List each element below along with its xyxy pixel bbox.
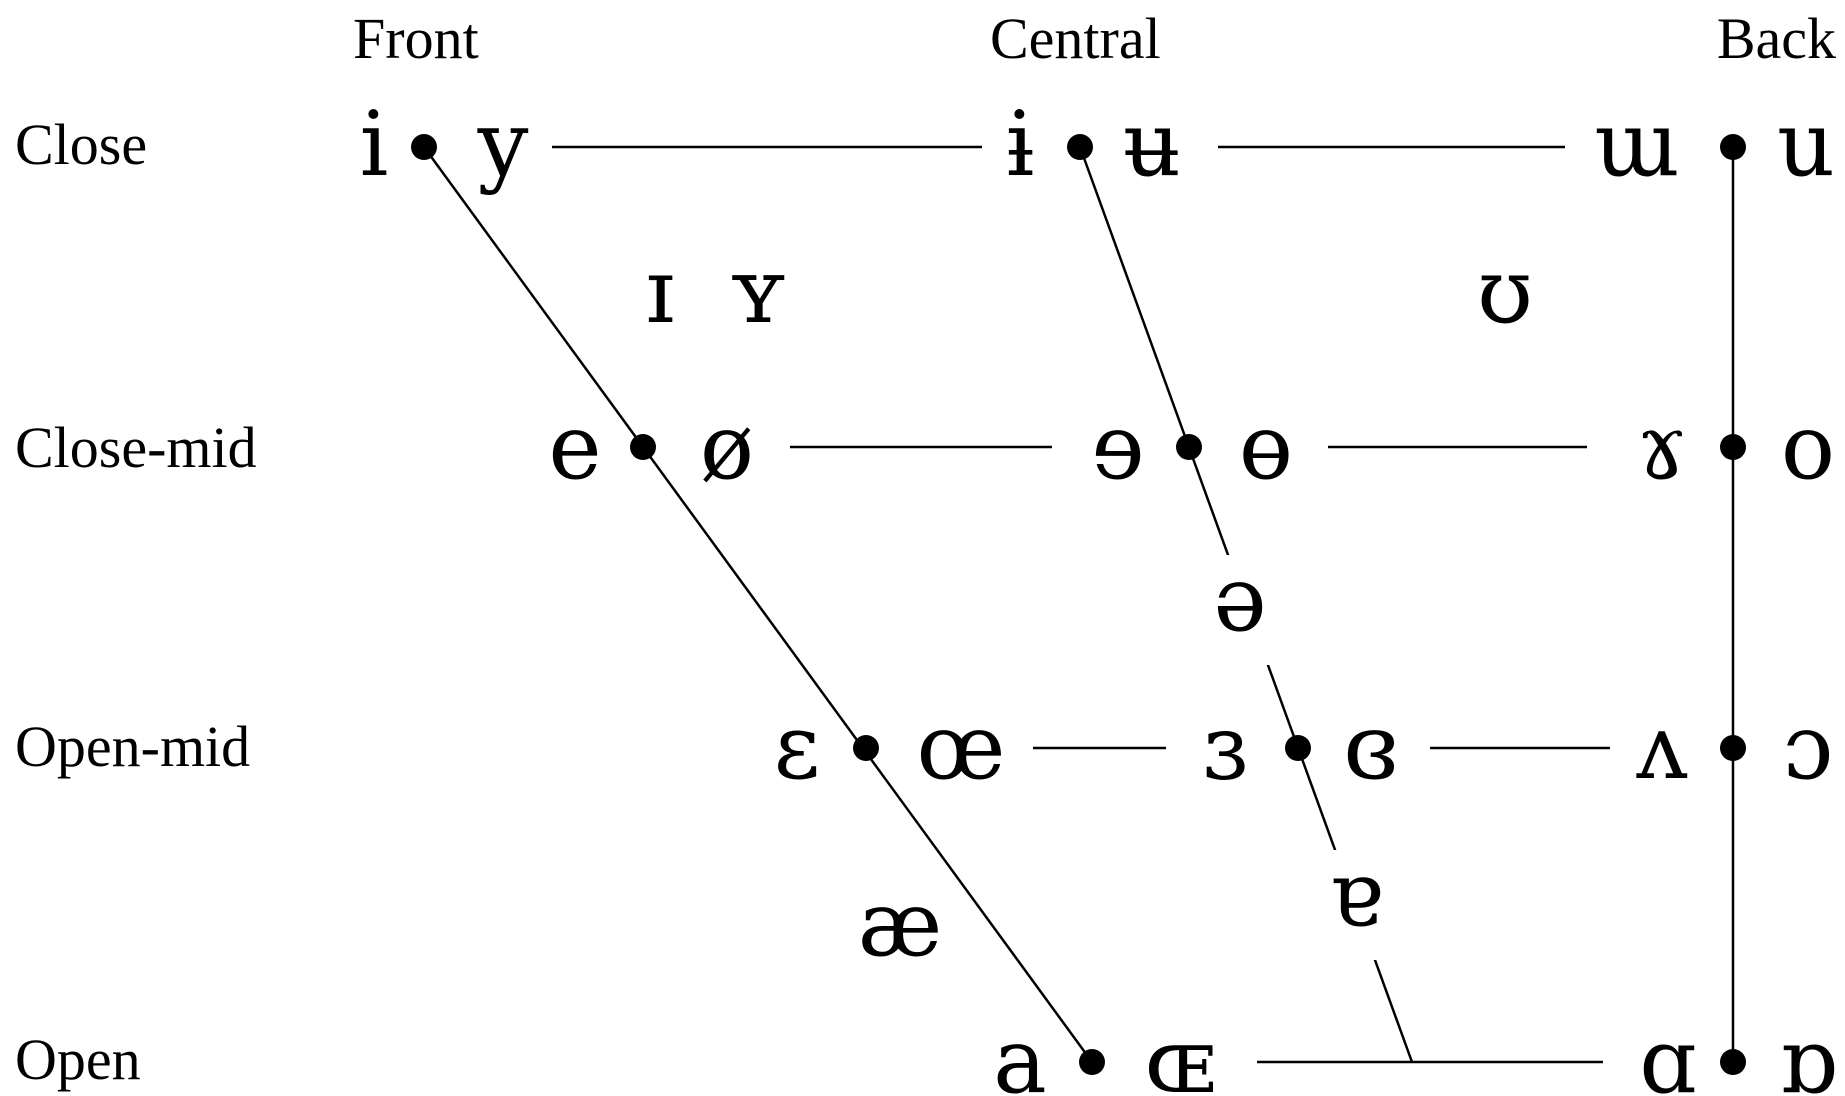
- vowel-close-back-rounded: u: [1777, 92, 1835, 197]
- schwa-line-gap: [1205, 555, 1275, 665]
- close-back-dot: [1720, 134, 1746, 160]
- vowel-open-mid-front-rounded: œ: [917, 695, 1006, 800]
- row-heading-close-mid: Close-mid: [15, 415, 257, 480]
- close-mid-central-dot: [1176, 434, 1202, 460]
- mid-vowels: ə: [1205, 547, 1275, 665]
- close-row-vowels: i y ɨ ʉ ɯ u: [360, 92, 1835, 197]
- vowel-close-mid-back-rounded: o: [1781, 395, 1835, 500]
- open-mid-row-vowels: ɛ œ ɜ ɞ ʌ ɔ: [774, 695, 1834, 800]
- near-close-vowels: ɪ ʏ ʊ: [646, 239, 1533, 344]
- column-headings: Front Central Back: [353, 6, 1836, 71]
- open-front-dot: [1079, 1049, 1105, 1075]
- vowel-close-front-rounded: y: [477, 92, 529, 197]
- column-heading-front: Front: [353, 6, 479, 71]
- near-open-vowels: æ ɐ: [858, 842, 1394, 977]
- row-headings: Close Close-mid Open-mid Open: [15, 112, 257, 1092]
- close-mid-row-vowels: e ø ɘ ɵ ɤ o: [548, 395, 1835, 500]
- open-mid-central-dot: [1285, 735, 1311, 761]
- chart-lines: [422, 145, 1735, 1064]
- vowel-close-back-unrounded: ɯ: [1594, 92, 1679, 197]
- vowel-open-mid-back-rounded: ɔ: [1783, 695, 1833, 800]
- front-edge-line: [422, 146, 1094, 1063]
- close-mid-front-dot: [630, 434, 656, 460]
- vowel-open-front-unrounded: a: [993, 1009, 1047, 1096]
- vowel-near-close-back-rounded: ʊ: [1477, 239, 1533, 344]
- vowel-open-mid-front-unrounded: ɛ: [774, 695, 821, 800]
- vowel-near-close-front-unrounded: ɪ: [646, 239, 675, 344]
- vowel-open-mid-central-unrounded: ɜ: [1202, 695, 1248, 800]
- row-heading-open: Open: [15, 1027, 141, 1092]
- vowel-open-back-rounded: ɒ: [1779, 1009, 1837, 1096]
- vowel-near-open-front-unrounded: æ: [858, 872, 943, 977]
- vowel-mid-central: ə: [1213, 547, 1266, 652]
- column-heading-central: Central: [990, 6, 1161, 71]
- close-central-dot: [1067, 134, 1093, 160]
- row-heading-close: Close: [15, 112, 147, 177]
- open-row-vowels: a ɶ ɑ ɒ: [993, 1009, 1837, 1096]
- vowel-near-close-front-rounded: ʏ: [729, 239, 788, 344]
- vowel-close-mid-central-unrounded: ɘ: [1091, 395, 1144, 500]
- vowel-near-open-central: ɐ: [1329, 842, 1383, 947]
- near-open-central-line-gap: [1318, 850, 1394, 960]
- vowel-close-central-unrounded: ɨ: [1006, 92, 1035, 197]
- vowel-close-mid-front-unrounded: e: [548, 395, 601, 500]
- close-mid-back-dot: [1720, 434, 1746, 460]
- chart-dots: [411, 134, 1746, 1075]
- vowel-close-front-unrounded: i: [360, 92, 389, 197]
- row-heading-open-mid: Open-mid: [15, 714, 250, 779]
- vowel-open-back-unrounded: ɑ: [1639, 1009, 1697, 1096]
- open-back-dot: [1720, 1049, 1746, 1075]
- vowel-close-mid-back-unrounded: ɤ: [1637, 395, 1688, 500]
- open-mid-back-dot: [1720, 735, 1746, 761]
- close-front-dot: [411, 134, 437, 160]
- vowel-open-mid-central-rounded: ɞ: [1343, 695, 1398, 800]
- vowel-close-central-rounded: ʉ: [1123, 92, 1181, 197]
- vowel-open-mid-back-unrounded: ʌ: [1636, 695, 1688, 800]
- column-heading-back: Back: [1717, 6, 1836, 71]
- open-mid-front-dot: [853, 735, 879, 761]
- vowel-close-mid-central-rounded: ɵ: [1239, 395, 1293, 500]
- vowel-close-mid-front-rounded: ø: [700, 395, 754, 500]
- vowel-open-front-rounded: ɶ: [1144, 1009, 1215, 1096]
